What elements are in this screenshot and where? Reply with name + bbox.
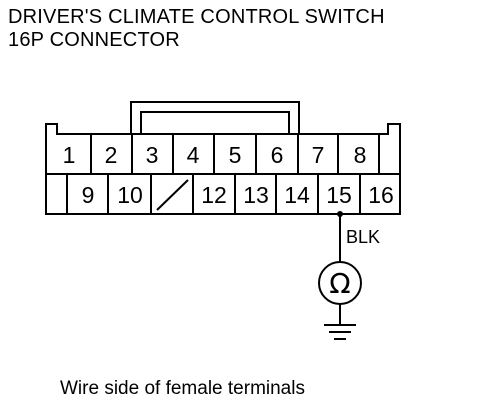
pin-label-3: 3	[146, 142, 159, 168]
unused-cavity-11	[156, 179, 189, 211]
bottom-row-labels: 9 10 12 13 14 15 16	[82, 182, 394, 208]
pin-label-1: 1	[63, 142, 76, 168]
top-row-labels: 1 2 3 4 5 6 7 8	[63, 142, 367, 168]
pin-label-8: 8	[354, 142, 367, 168]
ground-symbol	[324, 324, 356, 340]
wire-color-label: BLK	[346, 227, 380, 247]
connector-lock-tab-inner	[140, 111, 290, 134]
pin-label-13: 13	[243, 182, 269, 208]
ohm-symbol: Ω	[329, 267, 350, 300]
pin-label-4: 4	[187, 142, 200, 168]
diagram-title-line-2: 16P CONNECTOR	[8, 29, 180, 51]
pin-label-15: 15	[326, 182, 352, 208]
connector-lock-tab	[130, 101, 300, 134]
pin-label-16: 16	[368, 182, 394, 208]
pin-label-12: 12	[201, 182, 227, 208]
pin-label-9: 9	[82, 182, 95, 208]
pin-label-7: 7	[312, 142, 325, 168]
pin-label-10: 10	[117, 182, 143, 208]
pin-label-14: 14	[284, 182, 310, 208]
bottom-row-dividers	[66, 174, 361, 214]
diagram-title-line-1: DRIVER'S CLIMATE CONTROL SWITCH	[8, 6, 385, 28]
pin-label-5: 5	[229, 142, 242, 168]
diagram-caption: Wire side of female terminals	[60, 378, 305, 399]
pin-15-terminal-dot	[337, 211, 343, 217]
pin-label-6: 6	[271, 142, 284, 168]
pin-label-2: 2	[105, 142, 118, 168]
connector-housing	[45, 123, 401, 215]
top-row-dividers	[90, 134, 380, 174]
